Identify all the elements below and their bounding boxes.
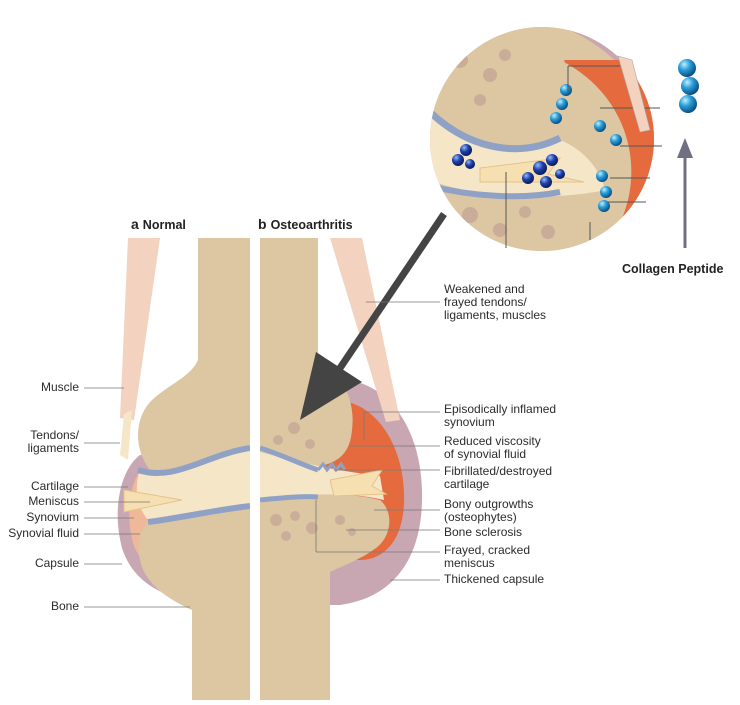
- label-tendons: Tendons/ ligaments: [27, 428, 79, 455]
- label-meniscus: Meniscus: [28, 494, 79, 508]
- label-osteophytes: Bony outgrowths (osteophytes): [444, 497, 534, 524]
- right-leader-lines: [315, 301, 440, 581]
- panel-label-normal: Normal: [142, 218, 186, 232]
- label-frayed-meniscus: Frayed, cracked meniscus: [444, 543, 531, 570]
- label-reduced-viscosity: Reduced viscosity of synovial fluid: [444, 434, 541, 461]
- label-collagen-peptide: Collagen Peptide: [622, 262, 724, 276]
- panel-letter-b: b: [258, 216, 267, 232]
- peptide-cluster: [452, 84, 622, 212]
- label-synovium: Synovium: [26, 510, 79, 524]
- panel-label-oa: Osteoarthritis: [270, 218, 353, 232]
- panel-letter-a: a: [131, 216, 139, 232]
- label-muscle: Muscle: [40, 380, 79, 394]
- label-thickened-capsule: Thickened capsule: [444, 572, 545, 586]
- left-leader-lines: [84, 387, 190, 608]
- label-cartilage: Cartilage: [30, 479, 79, 493]
- label-weakened-tendons: Weakened and frayed tendons/ ligaments, …: [444, 282, 547, 322]
- label-fibrillated-cartilage: Fibrillated/destroyed cartilage: [444, 464, 553, 491]
- collagen-peptide-graphic: [677, 59, 699, 248]
- label-capsule: Capsule: [34, 556, 79, 570]
- zoom-arrow: [300, 212, 447, 420]
- label-inflamed-synovium: Episodically inflamed synovium: [444, 402, 557, 429]
- magnified-inset: [430, 27, 662, 251]
- label-synovial-fluid: Synovial fluid: [8, 526, 79, 540]
- label-bone-sclerosis: Bone sclerosis: [444, 525, 523, 539]
- label-bone: Bone: [50, 599, 79, 613]
- normal-knee: [117, 238, 250, 700]
- oa-knee: [260, 238, 423, 700]
